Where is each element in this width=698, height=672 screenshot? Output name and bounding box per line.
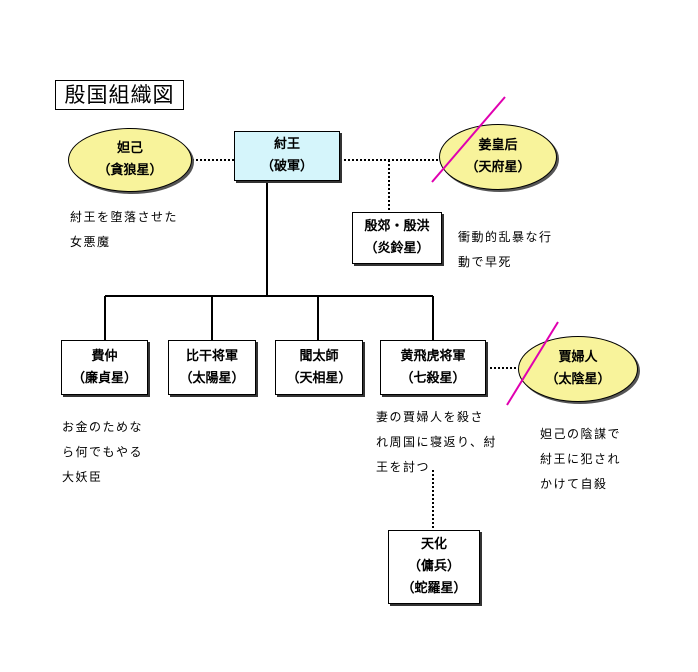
officer-note: お金のためな ら何でもやる 大妖臣 xyxy=(62,420,144,484)
tianhua-star: （蛇羅星） xyxy=(401,581,467,596)
officer-name: 比干将軍 xyxy=(185,348,238,364)
king-star: （破軍） xyxy=(260,159,313,174)
officer-node: 比干将軍 （太陽星） xyxy=(168,340,256,395)
daji-name: 妲己 xyxy=(116,141,143,156)
tianhua-node: 天化 （傭兵） （蛇羅星） xyxy=(388,530,480,604)
officer-star: （七殺星） xyxy=(400,370,466,386)
lady-jia-name: 賈婦人 xyxy=(558,350,598,365)
princes-note: 衝動的乱暴な行 動で早死 xyxy=(458,230,553,269)
queen-strike-mark xyxy=(431,96,506,183)
officer-star: （廉貞星） xyxy=(71,370,137,386)
officer-name: 費仲 xyxy=(91,348,118,364)
officer-note: 妻の賈婦人を殺さ れ周国に寝返り、紂 王を討つ xyxy=(376,410,498,474)
officer-node: 黄飛虎将軍 （七殺星） xyxy=(380,340,486,395)
officer-star: （太陽星） xyxy=(179,370,245,386)
daji-star: （貪狼星） xyxy=(97,163,163,178)
lady-jia-star: （太陰星） xyxy=(545,372,611,387)
officer-name: 聞太師 xyxy=(299,348,339,364)
daji-node: 妲己 （貪狼星） xyxy=(68,128,192,192)
page-title: 殷国組織図 xyxy=(55,80,184,110)
king-name: 紂王 xyxy=(273,137,300,152)
tianhua-name: 天化 xyxy=(420,537,447,552)
tianhua-rank: （傭兵） xyxy=(407,559,460,574)
princes-name: 殷郊・殷洪 xyxy=(364,219,430,234)
lady-jia-node: 賈婦人 （太陰星） xyxy=(518,336,638,402)
daji-note: 紂王を堕落させた 女悪魔 xyxy=(70,210,179,249)
officer-star: （天相星） xyxy=(286,370,352,386)
queen-name: 姜皇后 xyxy=(478,138,518,153)
officer-node: 費仲 （廉貞星） xyxy=(61,340,148,395)
princes-star: （炎鈴星） xyxy=(364,241,430,256)
officer-node: 聞太師 （天相星） xyxy=(275,340,363,395)
king-node: 紂王 （破軍） xyxy=(234,131,340,181)
queen-node: 姜皇后 （天府星） xyxy=(439,124,557,190)
queen-star: （天府星） xyxy=(465,160,531,175)
officer-name: 黄飛虎将軍 xyxy=(400,348,466,364)
lady-jia-strike-mark xyxy=(506,321,559,406)
lady-jia-note: 妲己の陰謀で 紂王に犯され かけて自殺 xyxy=(540,427,622,491)
princes-node: 殷郊・殷洪 （炎鈴星） xyxy=(352,212,442,264)
